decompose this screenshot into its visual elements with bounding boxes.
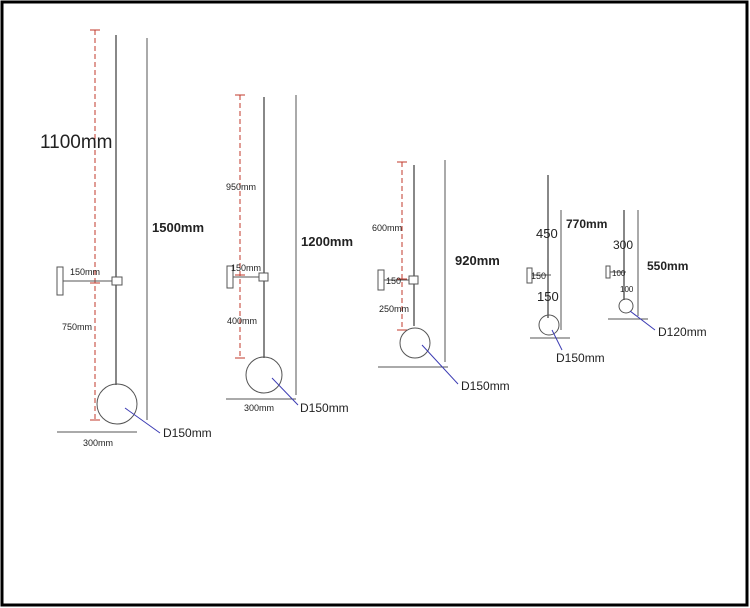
lamp-770-top-height-label: 450 <box>536 226 558 241</box>
lamp-920-arm-label: 150 <box>386 276 401 286</box>
lamp-770-globe <box>538 314 560 336</box>
lamp-1200-globe-leader <box>271 377 299 406</box>
lamp-920-globe-diameter-label: D150mm <box>461 379 510 393</box>
lamp-920-lower-section-label: 250mm <box>379 304 409 314</box>
lamp-920-total-height-label: 920mm <box>455 253 500 268</box>
lamp-1200-joint <box>258 272 269 282</box>
lamp-920-globe-leader <box>421 344 459 385</box>
lamp-1500-drawing: 1100mm 1500mm 150mm 750mm 300mm D150mm <box>40 29 212 448</box>
lamp-1200-globe <box>245 356 283 394</box>
lamp-920-globe <box>399 327 431 359</box>
lamp-1500-globe <box>96 383 138 425</box>
lamp-770-arm-label: 150 <box>531 271 546 281</box>
lamp-1200-globe-diameter-label: D150mm <box>300 401 349 415</box>
lamp-770-globe-diameter-label: D150mm <box>556 351 605 365</box>
lamp-1200-total-height-label: 1200mm <box>301 234 353 249</box>
lamp-770-globe-leader <box>551 329 563 351</box>
lamp-1200-base-width-label: 300mm <box>244 403 274 413</box>
lamp-1500-joint <box>111 276 123 286</box>
lamp-1500-wall-plate <box>56 266 64 296</box>
lamp-1200-top-height-label: 950mm <box>226 182 256 192</box>
lamp-550-top-height-label: 300 <box>613 238 633 252</box>
lamp-920-wall-plate <box>377 269 385 291</box>
lamp-550-globe <box>618 298 634 314</box>
lamp-1200-drawing: 950mm 1200mm 150mm 400mm 300mm D150mm <box>226 94 353 415</box>
lamp-1200-arm-label: 150mm <box>231 263 261 273</box>
lamp-770-lower-section-label: 150 <box>537 289 559 304</box>
lamp-1500-globe-leader <box>124 407 161 434</box>
lamp-920-top-height-label: 600mm <box>372 223 402 233</box>
lamp-1200-lower-section-label: 400mm <box>227 316 257 326</box>
lamp-1500-lower-section-label: 750mm <box>62 322 92 332</box>
lamp-550-wall-plate <box>605 265 611 279</box>
lamp-550-globe-diameter-label: D120mm <box>658 325 707 339</box>
lamp-920-drawing: 600mm 920mm 150 250mm D150mm <box>372 160 510 393</box>
lamp-550-globe-leader <box>629 310 656 331</box>
lamp-550-lower-section-label: 100 <box>620 285 634 294</box>
lamp-550-total-height-label: 550mm <box>647 259 688 273</box>
lamp-550-arm-label: 100 <box>612 269 626 278</box>
lamp-1500-arm-label: 150mm <box>70 267 100 277</box>
lamp-770-drawing: 450 770mm 150 150 D150mm <box>526 175 607 365</box>
lamp-770-total-height-label: 770mm <box>566 217 607 231</box>
lamp-1500-globe-diameter-label: D150mm <box>163 426 212 440</box>
lamp-1500-base-width-label: 300mm <box>83 438 113 448</box>
lamp-920-joint <box>408 275 419 285</box>
lamp-1500-top-height-label: 1100mm <box>40 132 113 153</box>
lamp-1500-total-height-label: 1500mm <box>152 220 204 235</box>
lamp-550-drawing: 300 550mm 100 100 D120mm <box>605 210 707 339</box>
